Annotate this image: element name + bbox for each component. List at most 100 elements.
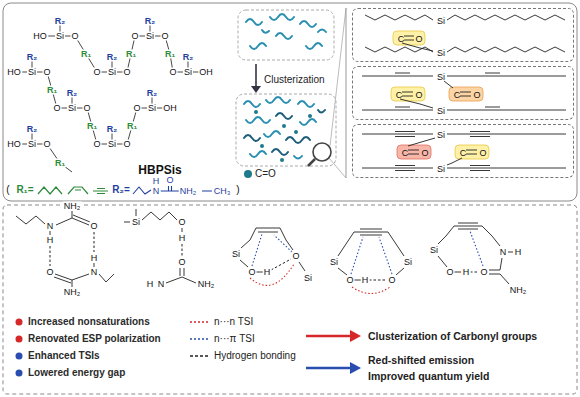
chain-box xyxy=(238,10,334,60)
legend-text: C=O xyxy=(255,169,276,179)
substituent-label: R₂ xyxy=(26,125,39,134)
atom-label: Si xyxy=(437,131,445,140)
legend-sample xyxy=(190,321,210,323)
atom-label: Si xyxy=(107,68,117,77)
atom-label: O xyxy=(160,32,169,41)
substituent-label: R₁ xyxy=(54,159,66,168)
magnifier-handle xyxy=(308,159,315,166)
legend-text: Hydrogen bonding xyxy=(214,351,296,361)
polymer-chains xyxy=(244,97,316,159)
carbonyl-dot xyxy=(282,124,286,128)
carbonyl-highlight xyxy=(391,87,425,101)
carbonyl-highlight xyxy=(397,145,431,159)
atom-label: O xyxy=(177,258,186,267)
zoom-line xyxy=(329,158,346,178)
atom-label: O xyxy=(70,32,79,41)
outcome-text: Red-shifted emission xyxy=(368,355,474,366)
atom-label: O xyxy=(421,149,428,158)
atom-label: H xyxy=(46,236,55,245)
atom-label: Si xyxy=(131,218,141,227)
carbonyl-dot xyxy=(294,130,298,134)
atom-label: O xyxy=(82,104,91,113)
zoom-box: SiCOCOSi xyxy=(352,66,574,120)
atom-label: H xyxy=(361,276,370,285)
atom-label: OH xyxy=(162,104,178,113)
atom-label: O xyxy=(473,91,480,100)
arrow-head xyxy=(350,362,361,374)
outcome-arrow xyxy=(306,335,352,338)
carbonyl-dot xyxy=(280,158,284,162)
atom-label: Si xyxy=(183,68,193,77)
carbonyl-dots xyxy=(254,110,312,162)
factor-text: Renovated ESP polarization xyxy=(28,334,161,344)
atom-label: C xyxy=(460,149,467,158)
atom-label: Si xyxy=(437,49,445,58)
carbonyl-highlight xyxy=(455,145,489,159)
hydrogen-bond xyxy=(50,232,479,280)
substituent-key: R₂= xyxy=(112,185,130,195)
magnifier xyxy=(313,143,331,161)
atom-label: Si xyxy=(437,107,445,116)
atom-label: Si xyxy=(437,73,445,82)
carbonyl-dot xyxy=(254,110,258,114)
atom-label: O xyxy=(168,68,177,77)
atom-label: O xyxy=(122,140,131,149)
r2-structures xyxy=(133,186,212,194)
atom-label: Si xyxy=(67,104,77,113)
atom-label: O xyxy=(52,104,61,113)
atom-label: O xyxy=(130,32,139,41)
substituent-label: R₂ xyxy=(106,125,119,134)
chain-bonds xyxy=(362,15,566,171)
substituent-label: R₂ xyxy=(106,53,119,62)
atom-label: O xyxy=(132,104,141,113)
legend-swatch xyxy=(244,170,252,178)
atom-label: NH₂ xyxy=(509,286,528,295)
atom-label: C xyxy=(396,91,403,100)
substituent-label: R₂ xyxy=(144,17,157,26)
legend-text: n···π TSI xyxy=(214,334,255,344)
carbonyl-dot xyxy=(260,144,264,148)
arrow-head xyxy=(251,86,261,93)
substituent-label: R₂ xyxy=(146,89,159,98)
atom-label: O xyxy=(291,252,300,261)
atom-label: O xyxy=(345,276,354,285)
atom-label: O xyxy=(387,276,396,285)
atom-label: O xyxy=(177,218,186,227)
zoom-box: SiCOCOSi xyxy=(352,124,574,178)
atom-label: Si xyxy=(437,165,445,174)
atom-label: O xyxy=(42,68,51,77)
atom-label: O xyxy=(415,91,422,100)
atom-label: O xyxy=(92,68,101,77)
structure-bonds xyxy=(14,21,206,172)
n-n-interaction xyxy=(250,264,390,294)
substituent-label: R₁ xyxy=(125,50,137,59)
atom-label: Si xyxy=(231,250,241,259)
atom-label: O xyxy=(247,268,256,277)
atom-label: O xyxy=(445,268,454,277)
atom-label: O xyxy=(89,222,98,231)
bullet-dot xyxy=(16,336,23,343)
factor-text: Enhanced TSIs xyxy=(28,351,100,361)
legend-sample xyxy=(190,355,210,356)
atom-label: N xyxy=(90,268,99,277)
substituent-label: R₂ xyxy=(66,89,79,98)
atom-label: NH₂ xyxy=(63,202,82,211)
substituent-label: R₁ xyxy=(126,122,138,131)
bullet-dot xyxy=(16,353,23,360)
substituent-label: R₂ xyxy=(26,53,39,62)
atom-label: Si xyxy=(403,258,413,267)
bullet-dot xyxy=(16,370,23,377)
atom-label: N xyxy=(152,187,161,196)
outcome-text: Clusterization of Carbonyl groups xyxy=(368,331,537,342)
bracket: ) xyxy=(236,185,239,195)
substituent-label: R₁ xyxy=(86,122,98,131)
cluster-box xyxy=(236,94,336,166)
outcome-arrow xyxy=(306,367,352,370)
substituent-label: R₁ xyxy=(164,50,176,59)
process-label: Clusterization xyxy=(264,75,325,85)
atom-label: Si xyxy=(27,140,37,149)
atom-label: O xyxy=(415,35,422,44)
polymer-name: HBPSis xyxy=(138,164,181,176)
atom-label: H xyxy=(514,248,523,257)
factor-text: Increased nonsaturations xyxy=(28,317,150,327)
